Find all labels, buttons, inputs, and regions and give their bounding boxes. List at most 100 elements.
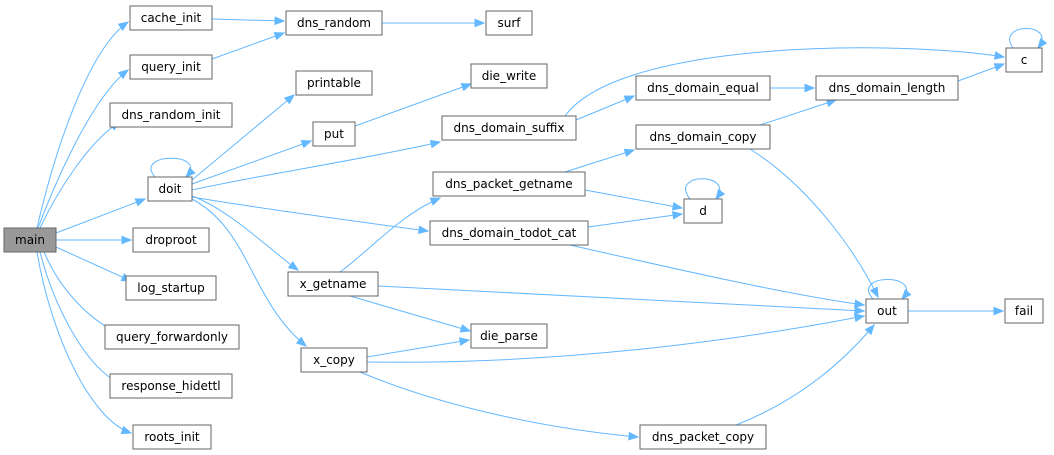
- arrowhead-icon: [1037, 37, 1048, 50]
- node-query_forwardonly[interactable]: query_forwardonly: [104, 324, 240, 350]
- node-label-droproot: droproot: [145, 233, 197, 247]
- node-label-dns_domain_suffix: dns_domain_suffix: [454, 121, 565, 135]
- arrowhead-icon: [869, 286, 879, 299]
- node-response_hidettl[interactable]: response_hidettl: [109, 373, 233, 399]
- node-printable[interactable]: printable: [295, 70, 373, 96]
- edge-main-to-droproot: [56, 235, 133, 245]
- node-dns_random_init[interactable]: dns_random_init: [109, 102, 233, 128]
- edge-doit-to-x_copy: [191, 198, 308, 347]
- arrowhead-icon: [134, 198, 147, 207]
- arrowhead-icon: [274, 16, 286, 26]
- edge-x_copy-to-dns_packet_copy: [359, 371, 640, 441]
- node-label-surf: surf: [497, 16, 521, 30]
- node-label-response_hidettl: response_hidettl: [121, 379, 220, 393]
- edge-dns_domain_copy-to-dns_domain_length: [759, 98, 838, 126]
- node-label-query_init: query_init: [141, 60, 201, 74]
- node-dns_domain_todot_cat[interactable]: dns_domain_todot_cat: [429, 220, 589, 246]
- edge-doit-to-dns_domain_suffix: [191, 139, 442, 191]
- edge-main-to-dns_random_init: [39, 121, 122, 229]
- arrowhead-icon: [901, 289, 912, 301]
- edge-main-to-cache_init: [36, 21, 130, 229]
- edge-c-to-c: [1009, 28, 1048, 50]
- edge-dns_domain_todot_cat-to-out: [569, 244, 866, 309]
- edge-x_getname-to-dns_packet_getname: [339, 197, 442, 273]
- node-label-c: c: [1021, 53, 1028, 67]
- node-dns_domain_length[interactable]: dns_domain_length: [815, 75, 959, 101]
- arrowhead-icon: [993, 306, 1005, 316]
- edge-main-to-log_startup: [55, 246, 133, 282]
- edge-x_copy-to-die_parse: [366, 337, 471, 358]
- node-label-x_copy: x_copy: [313, 353, 355, 367]
- node-label-log_startup: log_startup: [137, 281, 204, 295]
- node-x_getname[interactable]: x_getname: [287, 271, 379, 297]
- node-dns_domain_copy[interactable]: dns_domain_copy: [635, 124, 771, 150]
- arrowhead-icon: [854, 306, 866, 315]
- node-dns_packet_getname[interactable]: dns_packet_getname: [432, 171, 586, 197]
- edge-dns_packet_copy-to-out: [735, 323, 875, 426]
- edge-main-to-response_hidettl: [39, 251, 122, 384]
- node-surf[interactable]: surf: [485, 10, 533, 36]
- node-die_write[interactable]: die_write: [470, 63, 548, 89]
- edge-dns_random-to-surf: [382, 18, 486, 28]
- node-label-dns_packet_getname: dns_packet_getname: [445, 177, 572, 191]
- edges-layer: [36, 16, 1048, 441]
- node-dns_packet_copy[interactable]: dns_packet_copy: [639, 424, 767, 450]
- arrowhead-icon: [628, 431, 640, 441]
- node-dns_domain_suffix[interactable]: dns_domain_suffix: [441, 115, 577, 141]
- node-roots_init[interactable]: roots_init: [132, 424, 212, 450]
- node-log_startup[interactable]: log_startup: [125, 275, 217, 301]
- arrowhead-icon: [117, 69, 130, 80]
- node-droproot[interactable]: droproot: [132, 227, 210, 253]
- edge-dns_domain_equal-to-dns_domain_length: [770, 83, 816, 93]
- arrowhead-icon: [671, 211, 684, 220]
- arrowhead-icon: [429, 197, 442, 206]
- node-label-out: out: [877, 304, 897, 318]
- node-dns_domain_equal[interactable]: dns_domain_equal: [635, 75, 771, 101]
- arrowhead-icon: [853, 313, 866, 323]
- node-dns_random[interactable]: dns_random: [285, 10, 383, 36]
- edge-doit-to-put: [191, 140, 313, 185]
- node-main[interactable]: main: [3, 227, 57, 253]
- edge-out-to-out: [868, 279, 912, 301]
- node-label-put: put: [324, 127, 344, 141]
- arrowhead-icon: [117, 21, 130, 32]
- node-put[interactable]: put: [312, 121, 356, 147]
- edge-x_getname-to-out: [377, 285, 866, 315]
- node-label-dns_random_init: dns_random_init: [122, 108, 221, 122]
- arrowhead-icon: [418, 225, 430, 235]
- node-d[interactable]: d: [683, 198, 723, 224]
- node-fail[interactable]: fail: [1004, 298, 1044, 324]
- edge-dns_packet_getname-to-dns_domain_copy: [564, 148, 636, 173]
- node-cache_init[interactable]: cache_init: [129, 5, 213, 31]
- edge-dns_domain_suffix-to-c: [564, 47, 1006, 117]
- node-c[interactable]: c: [1005, 47, 1043, 73]
- node-x_copy[interactable]: x_copy: [300, 347, 368, 373]
- arrowhead-icon: [715, 188, 726, 201]
- node-label-printable: printable: [307, 76, 361, 90]
- node-out[interactable]: out: [865, 298, 909, 324]
- edge-query_init-to-dns_random: [211, 32, 286, 60]
- node-label-dns_domain_copy: dns_domain_copy: [649, 130, 756, 144]
- node-doit[interactable]: doit: [147, 176, 193, 202]
- node-label-x_getname: x_getname: [300, 277, 367, 291]
- node-label-die_parse: die_parse: [480, 329, 538, 343]
- edge-doit-to-x_getname: [191, 195, 300, 271]
- arrowhead-icon: [623, 95, 636, 104]
- arrowhead-icon: [864, 323, 875, 336]
- edge-main-to-query_init: [37, 69, 130, 229]
- node-die_parse[interactable]: die_parse: [470, 323, 548, 349]
- arrowhead-icon: [671, 202, 684, 211]
- edge-doit-to-doit: [150, 157, 196, 178]
- edge-x_getname-to-die_parse: [349, 295, 472, 333]
- edge-dns_packet_getname-to-d: [584, 189, 684, 211]
- arrowhead-icon: [300, 140, 313, 149]
- arrowhead-icon: [474, 18, 486, 28]
- edge-dns_domain_copy-to-out: [749, 148, 879, 299]
- arrowhead-icon: [120, 425, 133, 435]
- node-query_init[interactable]: query_init: [129, 54, 213, 80]
- edge-doit-to-printable: [191, 94, 296, 181]
- node-label-roots_init: roots_init: [144, 430, 200, 444]
- arrowhead-icon: [287, 260, 300, 271]
- node-label-dns_domain_length: dns_domain_length: [829, 81, 946, 95]
